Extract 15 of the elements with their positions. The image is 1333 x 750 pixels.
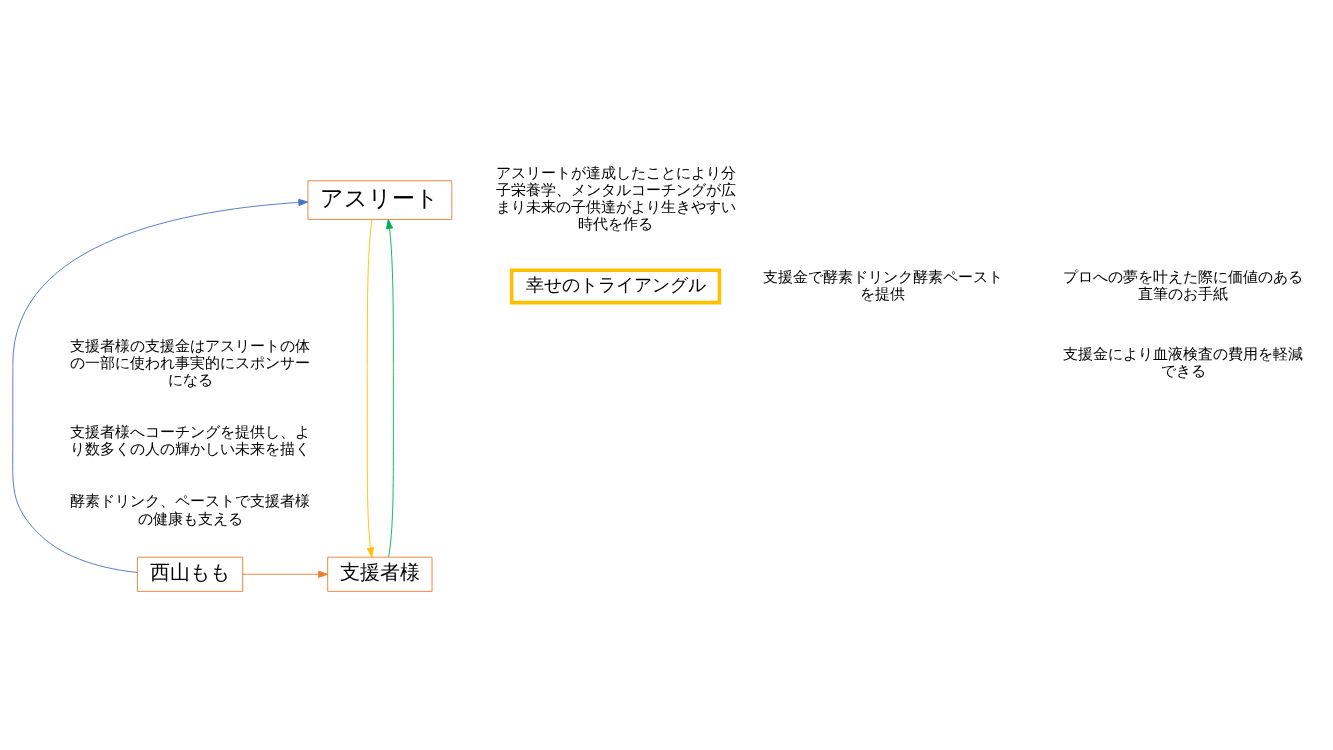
label: 支援金により血液検査の費用を軽減できる [1063, 344, 1304, 380]
label: 支援者様へコーチングを提供し、より数多くの人の輝かしい未来を描く [70, 422, 311, 458]
label: アスリートが達成したことにより分子栄養学、メンタルコーチングが広まり未来の子供達がより生きやすい時代を作る [495, 163, 736, 233]
label: 酵素ドリンク、ペーストで支援者様の健康も支える [70, 491, 311, 528]
arrow [385, 218, 394, 557]
node-box: 西山もも [137, 556, 244, 592]
arrow [12, 198, 309, 573]
arrow [366, 218, 374, 557]
arrow [242, 570, 329, 578]
node-box: 支援者様 [327, 556, 433, 592]
node-box: 幸せのトライアングル [509, 267, 722, 304]
label: 支援金で酵素ドリンク酵素ペーストを提供 [762, 267, 1003, 303]
node-box: アスリート [307, 179, 453, 220]
label: プロへの夢を叶えた際に価値のある直筆のお手紙 [1063, 267, 1304, 303]
label: 支援者様の支援金はアスリートの体の一部に使われ事実的にスポンサーになる [70, 336, 311, 389]
